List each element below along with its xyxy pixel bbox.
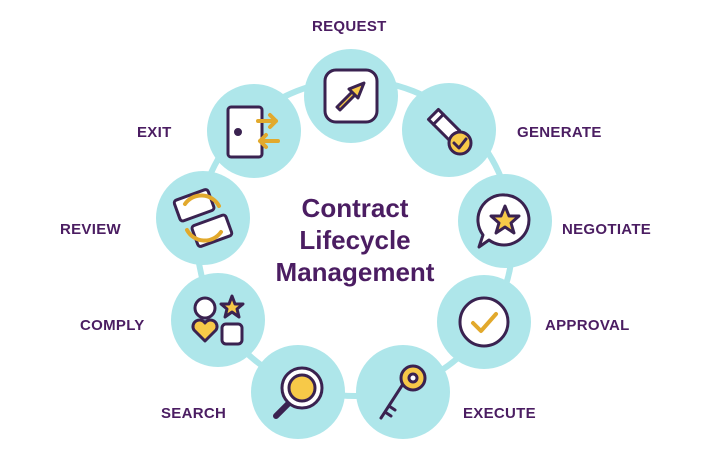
label-search: SEARCH <box>161 405 227 422</box>
stage-approval[interactable] <box>437 275 531 369</box>
label-exit: EXIT <box>137 124 172 141</box>
diagram-title-line-2: Lifecycle <box>299 225 411 255</box>
stage-generate[interactable] <box>402 83 496 177</box>
label-request: REQUEST <box>312 18 387 35</box>
label-approval: APPROVAL <box>545 317 630 334</box>
shapes-icon <box>191 294 245 346</box>
document-swap-icon <box>172 188 234 248</box>
stage-search[interactable] <box>251 345 345 439</box>
label-negotiate: NEGOTIATE <box>562 221 652 238</box>
label-comply: COMPLY <box>80 317 145 334</box>
label-execute: EXECUTE <box>463 405 536 422</box>
stage-negotiate[interactable] <box>458 174 552 268</box>
label-review: REVIEW <box>60 221 121 238</box>
key-icon <box>379 364 427 420</box>
checkmark-circle-icon <box>458 296 510 348</box>
stage-request[interactable] <box>304 49 398 143</box>
arrow-up-right-icon <box>323 68 379 124</box>
stage-circle <box>171 273 265 367</box>
stage-exit[interactable] <box>207 84 301 178</box>
stage-review[interactable] <box>156 171 250 265</box>
label-generate: GENERATE <box>517 124 602 141</box>
stage-execute[interactable] <box>356 345 450 439</box>
stage-circle <box>156 171 250 265</box>
chat-star-icon <box>476 193 531 249</box>
diagram-title-line-3: Management <box>275 257 435 287</box>
stage-comply[interactable] <box>171 273 265 367</box>
door-exit-icon <box>226 105 280 159</box>
pencil-check-icon <box>426 107 473 156</box>
magnifier-icon <box>273 366 324 419</box>
stage-circle <box>356 345 450 439</box>
diagram-title-line-1: Contract <box>301 193 409 223</box>
